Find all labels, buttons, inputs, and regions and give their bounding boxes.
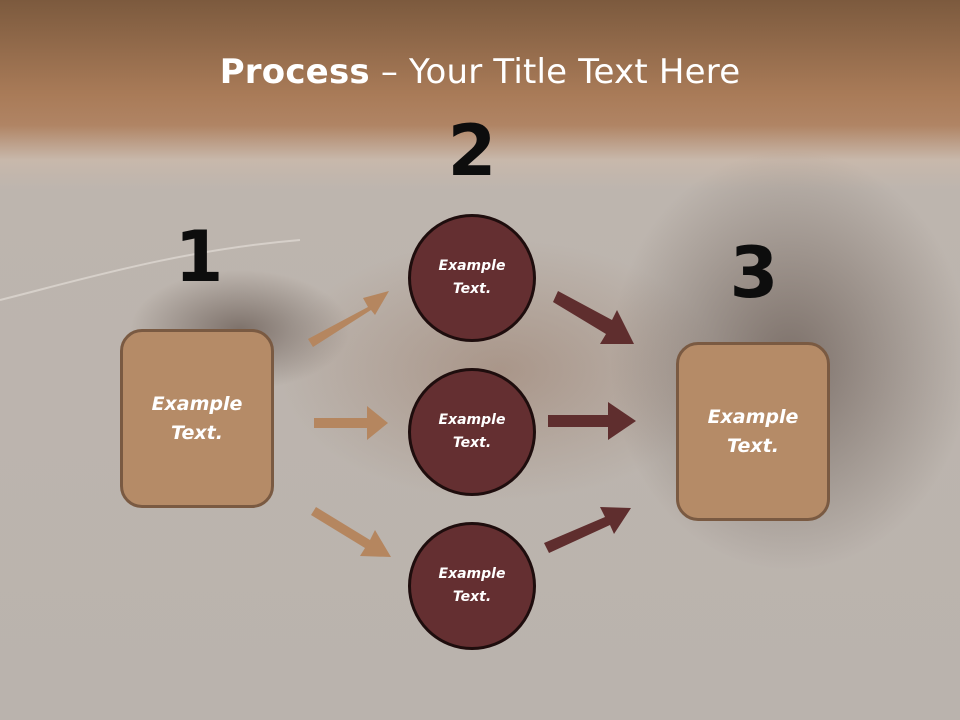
slide-title: Process – Your Title Text Here [0, 52, 960, 92]
step-3-box[interactable]: Example Text. [676, 342, 830, 521]
step-2-circle-bottom[interactable]: Example Text. [408, 522, 536, 650]
arrow-right-up-icon [308, 291, 389, 347]
arrow-right-down-icon [553, 291, 634, 344]
step-2-circle-top[interactable]: Example Text. [408, 214, 536, 342]
title-bold: Process [219, 52, 370, 92]
arrow-right-icon [548, 402, 636, 440]
step-1-text: Example Text. [151, 392, 243, 444]
step-number-1: 1 [174, 216, 224, 298]
step-1-box[interactable]: Example Text. [120, 329, 274, 508]
step-2-text-top: Example Text. [438, 258, 506, 297]
arrow-right-down-icon [311, 507, 391, 557]
arrow-right-up-icon [544, 507, 631, 553]
step-2-circle-middle[interactable]: Example Text. [408, 368, 536, 496]
step-number-2: 2 [447, 110, 497, 192]
step-2-text-bottom: Example Text. [438, 566, 506, 605]
step-3-text: Example Text. [707, 405, 799, 457]
step-number-3: 3 [729, 232, 779, 314]
title-rest: – Your Title Text Here [369, 52, 741, 92]
arrow-right-icon [314, 406, 388, 440]
step-2-text-middle: Example Text. [438, 412, 506, 451]
